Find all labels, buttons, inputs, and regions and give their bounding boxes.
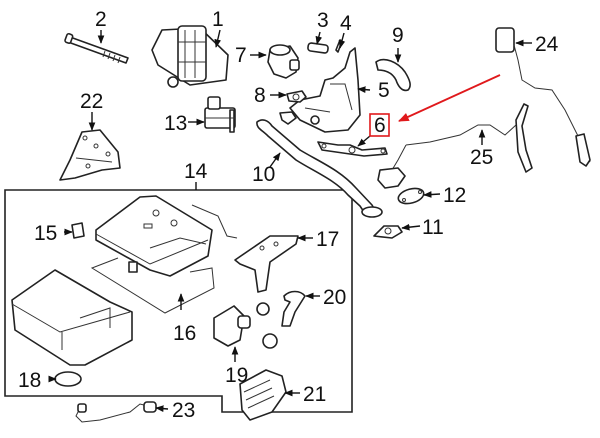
part-sensor-19[interactable] <box>213 305 251 347</box>
part-filter-seal-16[interactable] <box>90 257 215 314</box>
part-hose-23[interactable] <box>75 401 157 423</box>
callout-1[interactable]: 1 <box>212 8 224 31</box>
part-oxygen-sensor-24[interactable] <box>495 27 591 167</box>
part-check-valve[interactable] <box>267 44 300 79</box>
callout-14[interactable]: 14 <box>184 160 208 183</box>
highlight-box <box>369 113 390 137</box>
callout-labels: 1 2 3 4 5 6 7 8 9 10 11 12 13 14 15 16 1… <box>18 8 559 422</box>
callout-16[interactable]: 16 <box>173 322 196 345</box>
callout-22[interactable]: 22 <box>80 90 103 113</box>
callout-8[interactable]: 8 <box>254 84 266 107</box>
part-bracket-5[interactable] <box>289 47 361 133</box>
callout-17[interactable]: 17 <box>316 228 339 251</box>
callout-24[interactable]: 24 <box>535 33 559 56</box>
leader-lines <box>48 29 532 412</box>
callout-5[interactable]: 5 <box>378 79 390 102</box>
part-cover-plate-12[interactable] <box>397 186 426 206</box>
part-air-cleaner-lid[interactable] <box>95 195 213 277</box>
part-bracket-17[interactable] <box>234 235 299 293</box>
highlight-arrow <box>398 74 501 122</box>
callout-23[interactable]: 23 <box>172 399 195 422</box>
part-clamp-b[interactable] <box>262 333 278 349</box>
callout-20[interactable]: 20 <box>323 286 346 309</box>
callout-13[interactable]: 13 <box>164 112 187 135</box>
callout-21[interactable]: 21 <box>303 383 326 406</box>
callout-25[interactable]: 25 <box>470 146 493 169</box>
part-mount-bracket-22[interactable] <box>59 129 121 181</box>
callout-18[interactable]: 18 <box>18 369 41 392</box>
callout-9[interactable]: 9 <box>392 24 404 47</box>
part-air-cleaner-box[interactable] <box>11 269 133 366</box>
callout-12[interactable]: 12 <box>443 184 466 207</box>
part-pipe-3[interactable] <box>307 42 329 54</box>
part-clip-15[interactable] <box>71 222 85 239</box>
callout-7[interactable]: 7 <box>235 44 247 67</box>
callout-15[interactable]: 15 <box>34 222 57 245</box>
part-o-ring-18[interactable] <box>54 371 82 387</box>
part-gasket-6[interactable] <box>317 141 388 157</box>
part-solenoid-13[interactable] <box>204 96 236 133</box>
part-oxygen-sensor-25[interactable] <box>377 103 533 189</box>
part-hose-20[interactable] <box>281 290 306 327</box>
part-flange[interactable] <box>279 111 297 125</box>
callout-2[interactable]: 2 <box>95 8 107 31</box>
callout-11[interactable]: 11 <box>422 216 444 239</box>
part-pipe-10[interactable] <box>256 119 383 218</box>
callout-6[interactable]: 6 <box>374 114 386 137</box>
part-hose-9[interactable] <box>375 58 411 92</box>
part-air-pump[interactable] <box>151 25 229 88</box>
part-bolt[interactable] <box>64 32 129 64</box>
callout-3[interactable]: 3 <box>317 9 329 32</box>
part-gasket-11[interactable] <box>373 225 403 239</box>
part-gasket-8[interactable] <box>286 90 307 103</box>
part-clip-small <box>128 261 138 273</box>
part-rod[interactable] <box>191 204 238 239</box>
callout-4[interactable]: 4 <box>340 12 352 35</box>
callout-19[interactable]: 19 <box>225 364 248 387</box>
callout-10[interactable]: 10 <box>252 163 275 186</box>
part-resonator-21[interactable] <box>239 369 287 421</box>
part-clamp-a[interactable] <box>256 302 270 316</box>
